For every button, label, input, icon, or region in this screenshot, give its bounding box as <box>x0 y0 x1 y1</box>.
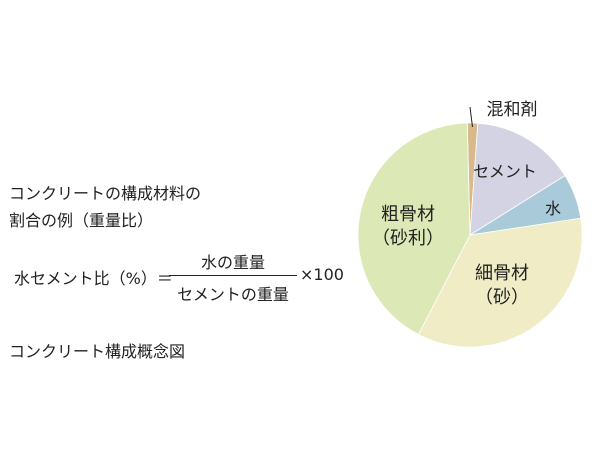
slice-label-coarse-aggregate: 粗骨材（砂利） <box>372 204 444 249</box>
formula-lhs: 水セメント比（%）＝ <box>14 269 173 288</box>
pie-slice-cement <box>469 122 566 236</box>
pie-slice-fine-aggregate <box>417 217 583 348</box>
slice-label-fine-aggregate: 細骨材（砂） <box>475 263 529 308</box>
caption-line-2: 割合の例（重量比） <box>9 211 154 230</box>
admixture-leader-line <box>469 106 473 128</box>
caption-line-1: コンクリートの構成材料の <box>9 184 202 203</box>
water-cement-ratio-formula: 水セメント比（%）＝ 水の重量 セメントの重量 ×100 <box>14 251 344 311</box>
slice-label-water: 水 <box>545 199 561 218</box>
formula-multiplier: ×100 <box>300 265 344 284</box>
pie-slice-coarse-aggregate <box>357 122 471 335</box>
fraction-bar <box>169 275 297 277</box>
diagram-title: コンクリート構成概念図 <box>9 342 186 361</box>
formula-denominator: セメントの重量 <box>177 285 289 304</box>
slice-label-cement: セメント <box>473 162 537 181</box>
formula-numerator: 水の重量 <box>200 253 265 272</box>
slice-label-admixture: 混和剤 <box>487 100 538 120</box>
